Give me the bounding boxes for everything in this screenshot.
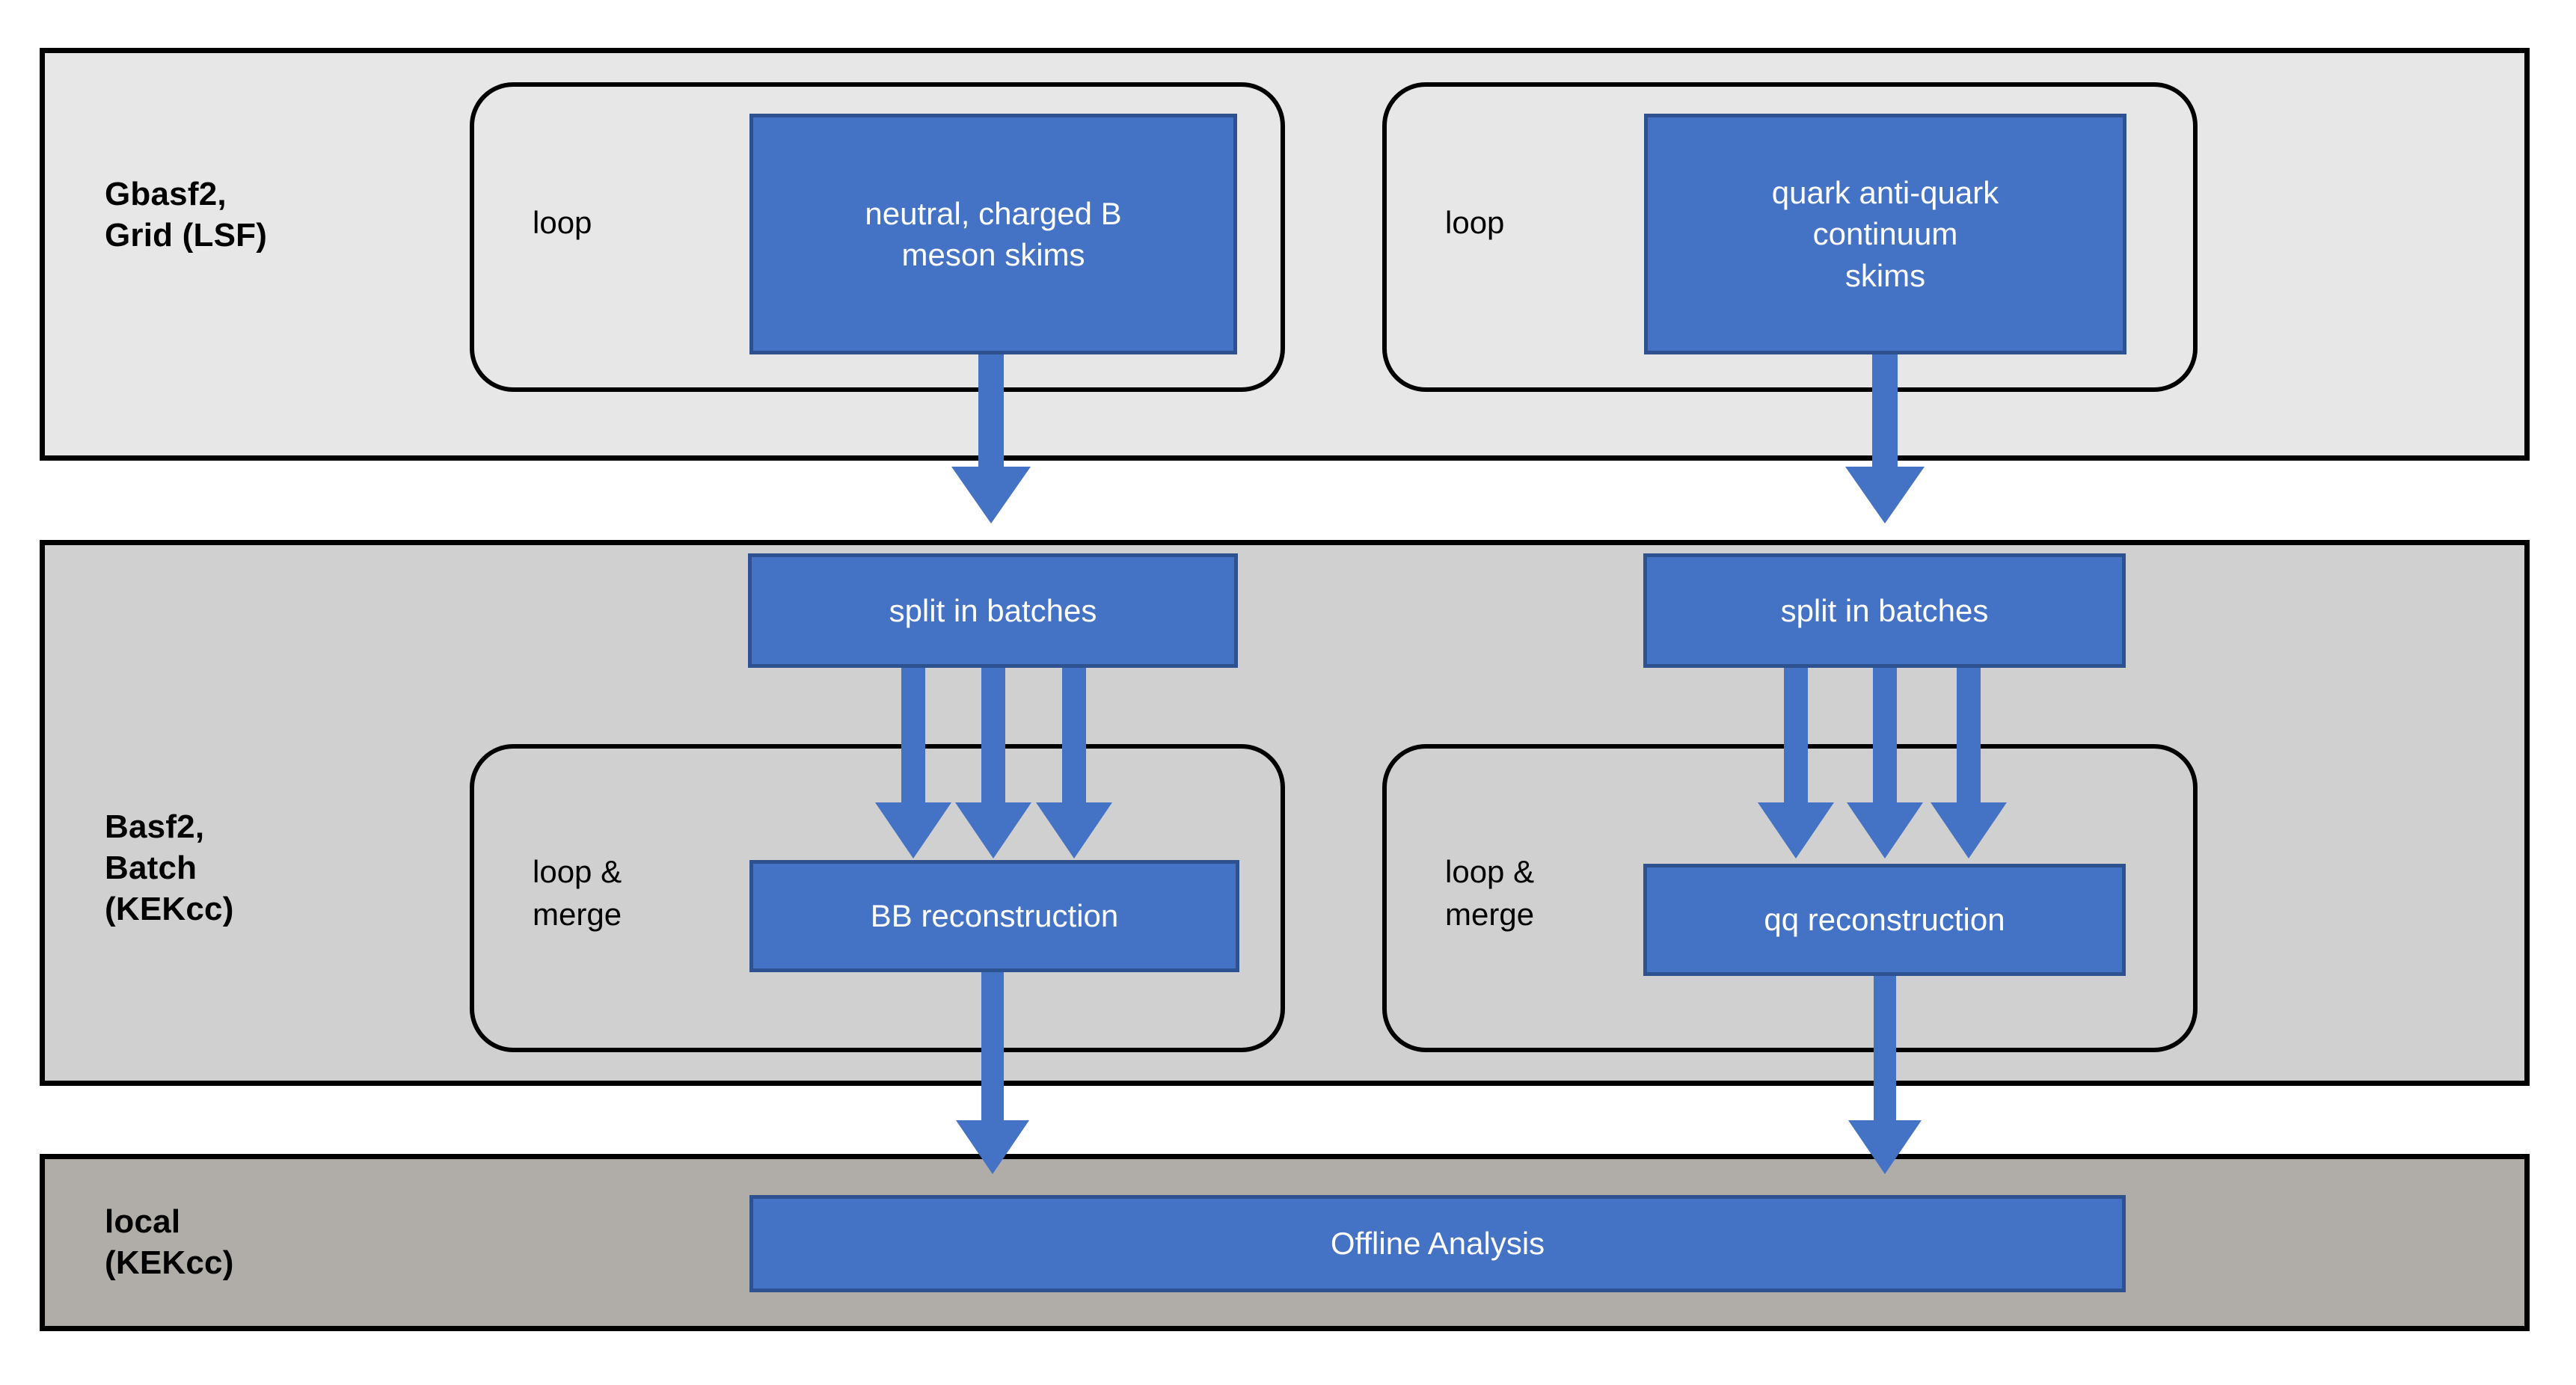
process-box-split-in-batches-qq[interactable]: split in batches	[1643, 553, 2126, 668]
band-batch-label: Basf2, Batch (KEKcc)	[105, 808, 234, 927]
process-box-bb-reconstruction[interactable]: BB reconstruction	[749, 860, 1239, 972]
loop-label-qq-reco: loop & merge	[1445, 854, 1535, 932]
band-grid-label: Gbasf2, Grid (LSF)	[105, 176, 268, 254]
loop-container-bb-skim	[470, 82, 1285, 392]
process-box-qq-skims[interactable]: quark anti-quark continuum skims	[1644, 114, 2126, 354]
loop-label-qq-skim: loop	[1445, 205, 1505, 240]
loop-container-bb-reco	[470, 744, 1285, 1052]
process-box-split-in-batches-bb[interactable]: split in batches	[748, 553, 1238, 668]
loop-label-bb-reco: loop & merge	[533, 854, 622, 932]
loop-container-qq-skim	[1382, 82, 2198, 392]
loop-label-bb-skim: loop	[533, 205, 592, 240]
process-box-bb-skims[interactable]: neutral, charged B meson skims	[749, 114, 1237, 354]
process-box-qq-reconstruction[interactable]: qq reconstruction	[1643, 864, 2126, 976]
process-box-offline-analysis[interactable]: Offline Analysis	[749, 1195, 2126, 1292]
band-local-label: local (KEKcc)	[105, 1203, 234, 1281]
